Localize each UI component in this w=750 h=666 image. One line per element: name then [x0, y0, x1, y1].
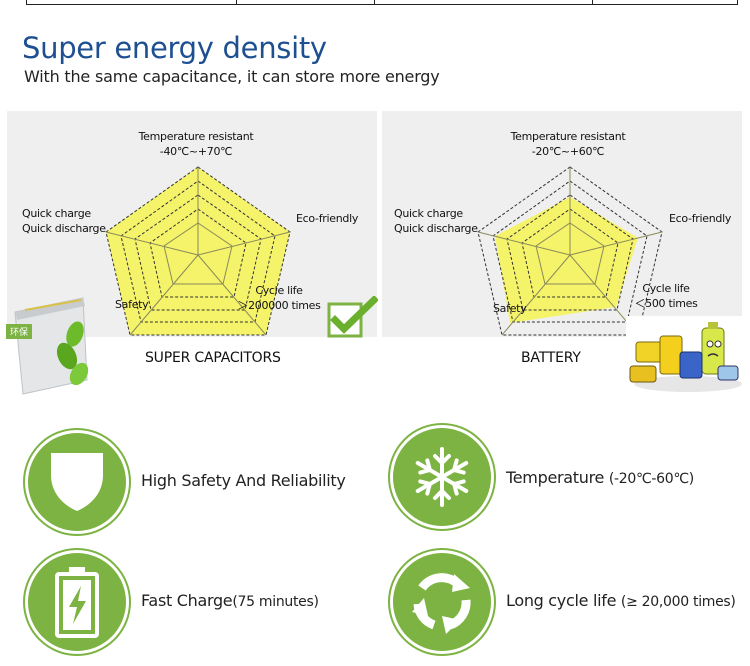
feature-recycle-circle: [388, 548, 496, 656]
feature-cycle-life-label: Long cycle life (≥ 20,000 times): [506, 591, 736, 610]
sc-label-eco: Eco-friendly: [296, 212, 359, 225]
bt-label-eco: Eco-friendly: [669, 212, 732, 225]
snowflake-icon: [415, 447, 469, 507]
battery-charge-icon: [55, 567, 99, 638]
shield-icon: [51, 453, 103, 511]
bt-label-cycle: Cycle life ＜500 times: [634, 282, 698, 310]
feature-safety-label: High Safety And Reliability: [141, 471, 346, 490]
sc-label-temperature: Temperature resistant -40℃~+70℃: [138, 130, 254, 158]
bt-label-quick: Quick charge Quick discharge: [394, 207, 478, 235]
feature-shield-circle: [23, 428, 131, 536]
page-subtitle: With the same capacitance, it can store …: [24, 67, 440, 86]
feature-snowflake-circle: [388, 423, 496, 531]
feature-battery-circle: [23, 548, 131, 656]
sc-label-cycle: Cycle life ＞200000 times: [237, 284, 321, 312]
bt-label-temperature: Temperature resistant -20℃~+60℃: [510, 130, 626, 158]
sc-label-safety: Safety: [115, 298, 149, 311]
battery-radar: [477, 166, 663, 336]
radar-fill: [495, 197, 638, 323]
check-icon: [327, 296, 378, 338]
battery-pile-image: [626, 316, 744, 396]
super-capacitors-caption: SUPER CAPACITORS: [145, 350, 281, 366]
feature-fast-charge-label: Fast Charge(75 minutes): [141, 591, 319, 610]
super-capacitors-radar: [105, 166, 291, 336]
capacitor-pouch-image: 环保: [6, 297, 89, 395]
sc-label-quick: Quick charge Quick discharge: [22, 207, 106, 235]
page-title: Super energy density: [22, 31, 327, 65]
top-table-fragment: [26, 0, 738, 5]
recycle-icon: [412, 573, 471, 634]
bt-label-safety: Safety: [493, 302, 527, 315]
eco-badge-text: 环保: [10, 326, 28, 338]
battery-caption: BATTERY: [521, 350, 581, 366]
feature-temperature-label: Temperature (-20℃-60℃): [506, 468, 694, 487]
